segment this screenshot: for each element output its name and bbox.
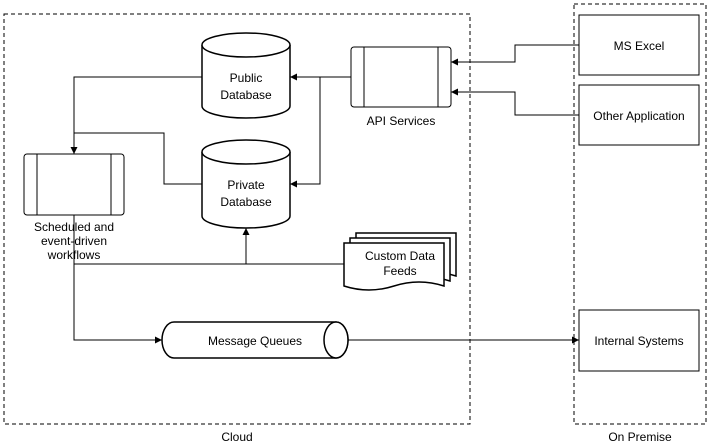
private-database-label-1: Private: [227, 178, 265, 192]
api-services-label: API Services: [367, 114, 436, 128]
on-premise-label: On Premise: [608, 430, 672, 444]
cloud-label: Cloud: [221, 430, 252, 444]
private-database-label-2: Database: [220, 195, 272, 209]
api-services-node: API Services: [350, 46, 452, 128]
private-database-node: Private Database: [201, 139, 291, 229]
on-premise-container: [573, 3, 707, 425]
message-queues-label: Message Queues: [208, 334, 302, 348]
ms-excel-node: MS Excel: [578, 14, 700, 76]
edge-private-db-to-workflows: [74, 132, 202, 185]
internal-systems-label: Internal Systems: [594, 334, 683, 348]
edge-public-db-to-workflows: [70, 76, 202, 154]
other-application-node: Other Application: [578, 84, 700, 146]
ms-excel-label: MS Excel: [614, 39, 665, 53]
workflows-node: Scheduled and event-driven workflows: [23, 153, 125, 262]
custom-data-feeds-node: Custom Data Feeds: [343, 232, 457, 291]
message-queues-node: Message Queues: [161, 321, 349, 359]
public-database-label-1: Public: [230, 71, 263, 85]
edge-workflows-to-queues: [73, 215, 162, 344]
public-database-node: Public Database: [201, 32, 291, 119]
edge-other-app-to-api: [451, 88, 579, 116]
cloud-container: [3, 13, 471, 425]
edge-ms-excel-to-api: [451, 44, 579, 66]
other-application-label: Other Application: [593, 109, 684, 123]
edge-api-to-private-db: [290, 77, 321, 188]
custom-data-feeds-label-2: Feeds: [383, 264, 416, 278]
custom-data-feeds-label-1: Custom Data: [365, 249, 435, 263]
internal-systems-node: Internal Systems: [578, 309, 700, 372]
public-database-label-2: Database: [220, 88, 272, 102]
